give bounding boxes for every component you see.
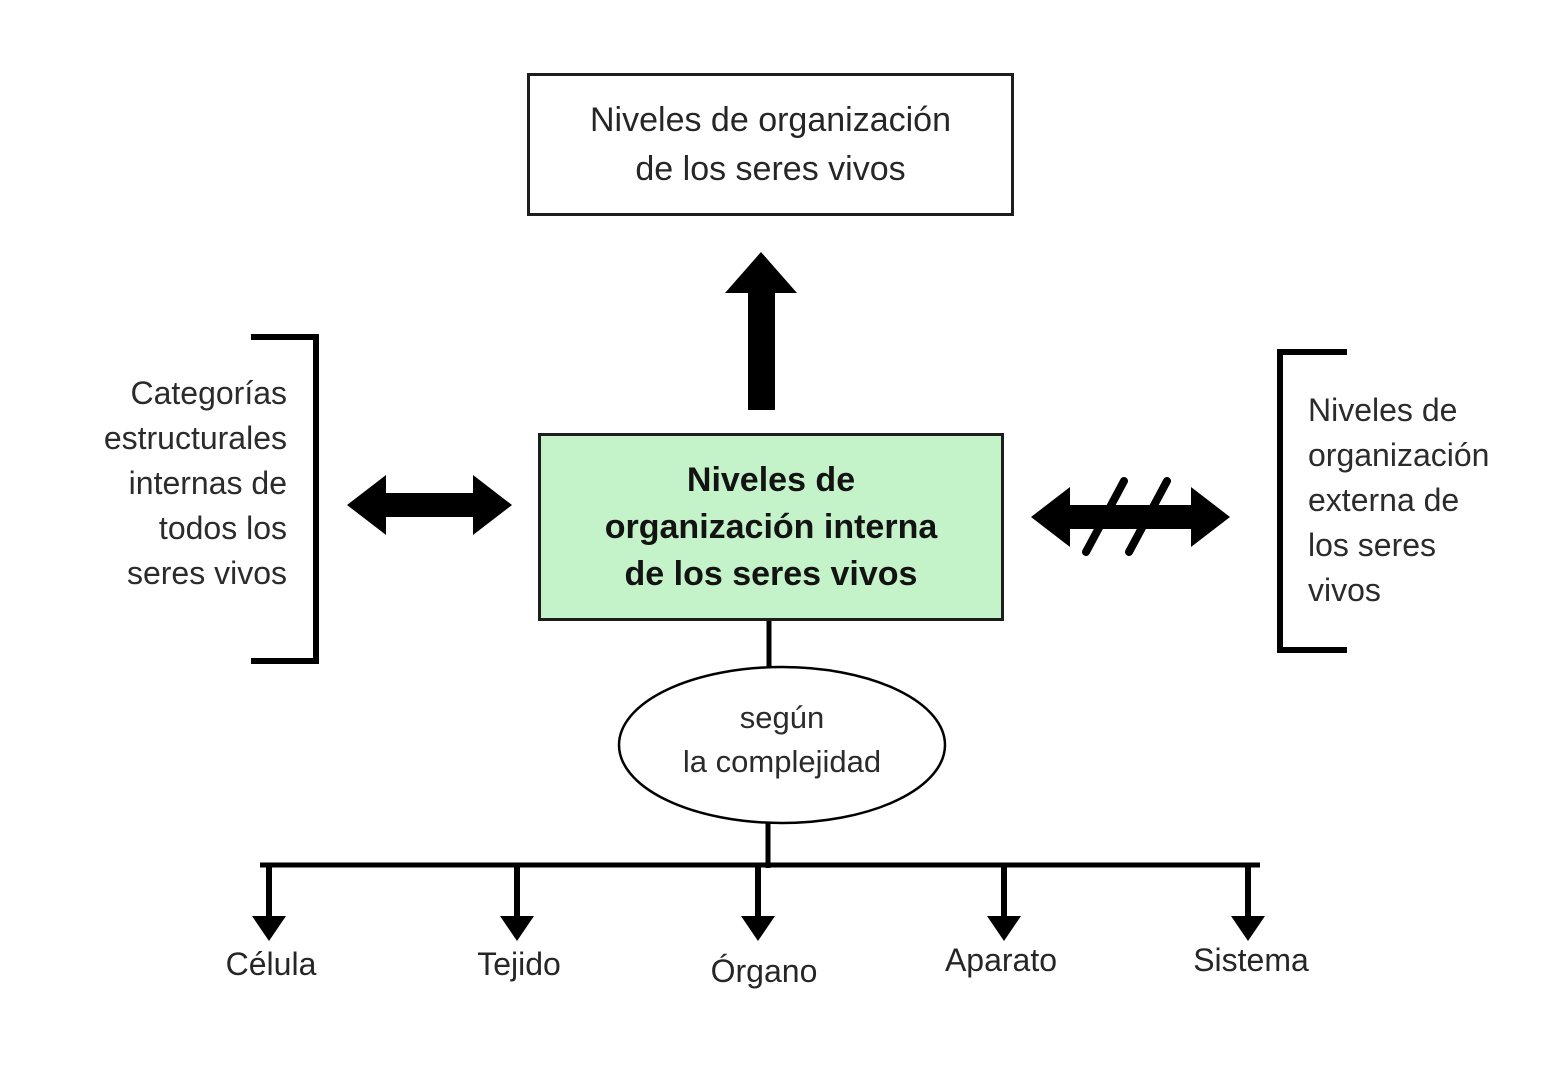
central-box-line: de los seres vivos — [624, 554, 918, 593]
left-note-line: Categorías — [130, 375, 287, 411]
right-note-line: vivos — [1308, 572, 1381, 608]
right-note-line: Niveles de — [1308, 392, 1458, 428]
complexity-ellipse-label: según la complejidad — [683, 696, 881, 784]
down-arrow-sistema — [1231, 863, 1265, 941]
complexity-ellipse-line: según — [739, 700, 825, 735]
up-arrow — [725, 252, 797, 410]
left-double-arrow — [347, 475, 512, 535]
slash-mark-2 — [1125, 477, 1171, 556]
right-note-bracket — [1277, 349, 1347, 653]
down-arrow-organo — [741, 863, 775, 941]
left-note-line: estructurales — [103, 420, 287, 456]
left-note-line: internas de — [128, 465, 287, 501]
left-note-line: seres vivos — [126, 555, 287, 591]
level-label-celula: Célula — [225, 946, 317, 982]
right-double-arrow — [1031, 487, 1230, 547]
left-note-line: todos los — [158, 510, 287, 546]
central-box-line: organización interna — [604, 507, 938, 546]
level-label-sistema: Sistema — [1193, 942, 1309, 978]
title-box: Niveles de organización de los seres viv… — [527, 73, 1014, 216]
central-box-line: Niveles de — [686, 460, 856, 499]
title-box-line: de los seres vivos — [635, 149, 906, 188]
down-arrow-tejido — [500, 863, 534, 941]
level-label-aparato: Aparato — [944, 942, 1058, 978]
slash-mark-1 — [1082, 477, 1128, 556]
title-box-line: Niveles de organización — [590, 100, 951, 139]
complexity-ellipse-line: la complejidad — [682, 744, 882, 779]
left-note: Categorías estructurales internas de tod… — [88, 371, 287, 596]
down-arrow-celula — [252, 863, 286, 941]
left-note-bracket — [251, 334, 319, 664]
level-label-organo: Órgano — [710, 953, 818, 989]
level-label-tejido: Tejido — [477, 946, 561, 982]
right-note-line: externa de — [1308, 482, 1460, 518]
complexity-ellipse-shape — [617, 665, 947, 825]
down-arrow-aparato — [987, 863, 1021, 941]
central-box: Niveles de organización interna de los s… — [538, 433, 1004, 621]
right-note-line: los seres — [1308, 527, 1437, 563]
right-note: Niveles de organización externa de los s… — [1308, 388, 1489, 613]
right-note-line: organización — [1308, 437, 1490, 473]
